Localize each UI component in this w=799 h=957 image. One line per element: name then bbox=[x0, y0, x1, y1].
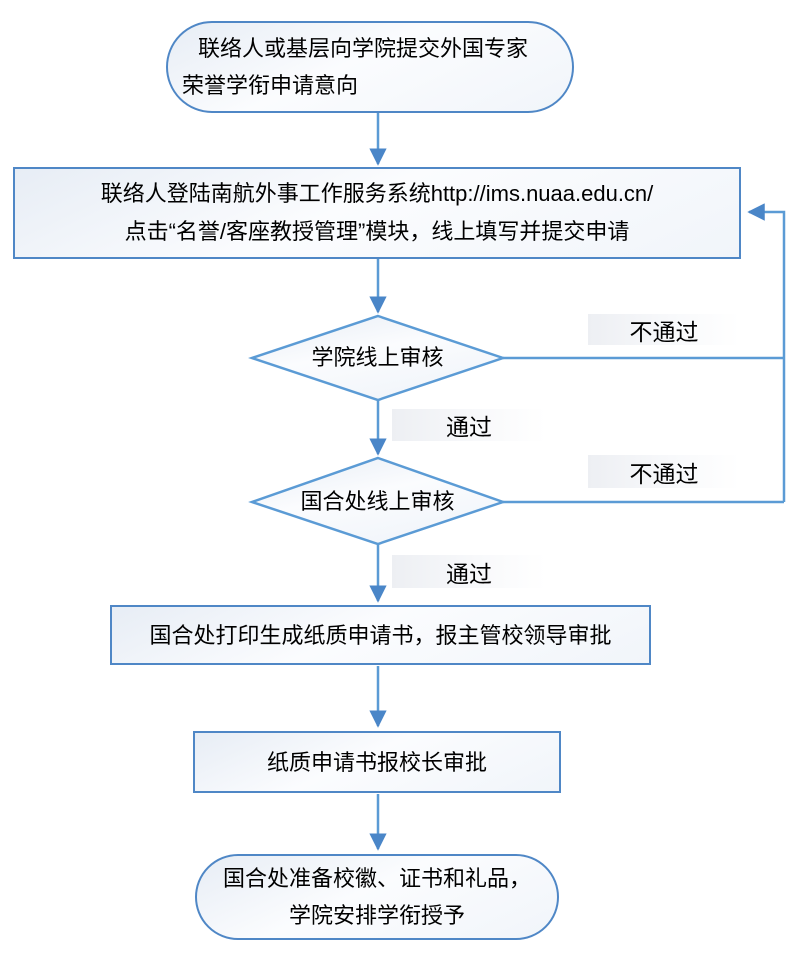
node-end-terminator: 国合处准备校徽、证书和礼品， 学院安排学衔授予 bbox=[195, 854, 559, 940]
edge-label-intl-fail: 不通过 bbox=[588, 455, 740, 488]
decision-intl-diamond bbox=[248, 456, 507, 546]
connector-feedback-to-system bbox=[747, 203, 786, 502]
node-system-line2: 点击“名誉/客座教授管理”模块，线上填写并提交申请 bbox=[124, 219, 630, 244]
node-end-line2: 学院安排学衔授予 bbox=[288, 903, 465, 928]
node-start-line2: 荣誉学衔申请意向 bbox=[182, 73, 359, 98]
node-system-line1: 联络人登陆南航外事工作服务系统http://ims.nuaa.edu.cn/ bbox=[100, 181, 654, 206]
decision-intl-label: 国合处线上审核 bbox=[300, 489, 455, 514]
edge-label-college-fail: 不通过 bbox=[588, 314, 740, 345]
node-president-approval-process: 纸质申请书报校长审批 bbox=[193, 731, 561, 793]
node-online-system-process: 联络人登陆南航外事工作服务系统http://ims.nuaa.edu.cn/ 点… bbox=[13, 167, 741, 259]
node-end-line1: 国合处准备校徽、证书和礼品， bbox=[222, 866, 531, 891]
edge-label-college-pass: 通过 bbox=[392, 409, 546, 441]
node-print-label: 国合处打印生成纸质申请书，报主管校领导审批 bbox=[149, 622, 612, 648]
decision-college-label: 学院线上审核 bbox=[311, 345, 444, 370]
node-start-line1: 联络人或基层向学院提交外国专家 bbox=[198, 36, 529, 61]
edge-label-intl-pass: 通过 bbox=[392, 555, 546, 588]
decision-college-diamond bbox=[248, 314, 507, 402]
node-start-terminator: 联络人或基层向学院提交外国专家 荣誉学衔申请意向 bbox=[166, 21, 574, 113]
node-print-application-process: 国合处打印生成纸质申请书，报主管校领导审批 bbox=[110, 605, 651, 665]
node-president-label: 纸质申请书报校长审批 bbox=[266, 749, 487, 775]
